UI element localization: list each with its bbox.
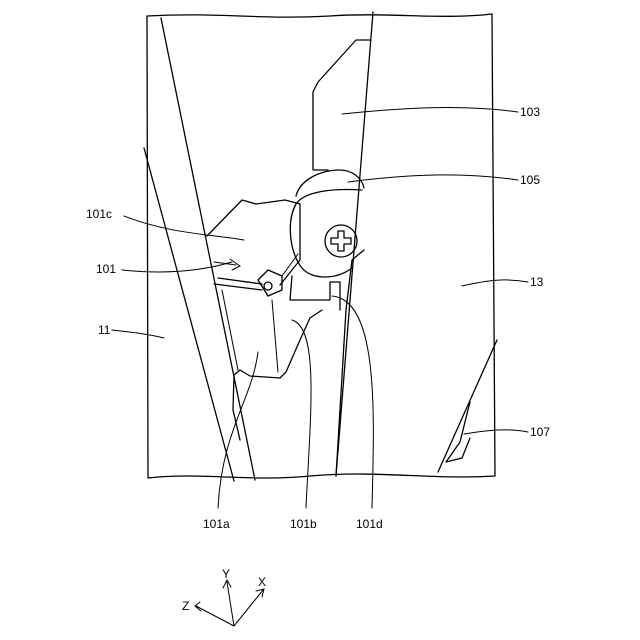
label-103: 103 <box>520 105 540 119</box>
leader-11 <box>112 330 164 338</box>
direction-arrow <box>214 259 240 270</box>
label-101: 101 <box>96 262 116 276</box>
label-105: 105 <box>520 173 540 187</box>
lever-101-pin <box>214 278 262 290</box>
cover-13-left-edge <box>336 12 373 476</box>
leader-101b <box>292 320 311 508</box>
leader-107 <box>464 430 528 434</box>
label-101b: 101b <box>290 517 317 531</box>
leader-13 <box>462 280 528 286</box>
screw-cross-icon <box>331 231 351 251</box>
label-107: 107 <box>530 425 550 439</box>
leader-103 <box>342 108 518 114</box>
axis-z-arrow <box>195 602 234 626</box>
label-13: 13 <box>530 275 544 289</box>
axis-y-arrow <box>223 580 234 626</box>
label-101d: 101d <box>356 517 383 531</box>
lever-101-guide-b <box>272 300 278 372</box>
axis-indicator: Y X Z <box>182 567 266 626</box>
axis-x-label: X <box>258 575 266 589</box>
label-101c: 101c <box>86 207 112 221</box>
screw-head <box>325 225 357 257</box>
label-101a: 101a <box>203 517 230 531</box>
lever-101-lower <box>233 310 322 440</box>
lever-101-pivot <box>264 282 272 290</box>
axis-x-arrow <box>234 589 264 626</box>
axis-y-label: Y <box>222 567 230 581</box>
roller-105-top <box>296 170 364 196</box>
panel-11-outer-edge <box>144 148 234 481</box>
label-11: 11 <box>98 323 111 337</box>
leader-101d <box>332 296 373 508</box>
flap-107 <box>438 340 497 472</box>
leader-101c <box>124 216 244 240</box>
axis-z-label: Z <box>182 599 189 613</box>
frame-outline <box>147 14 495 478</box>
panel-11-inner-edge <box>161 18 255 480</box>
